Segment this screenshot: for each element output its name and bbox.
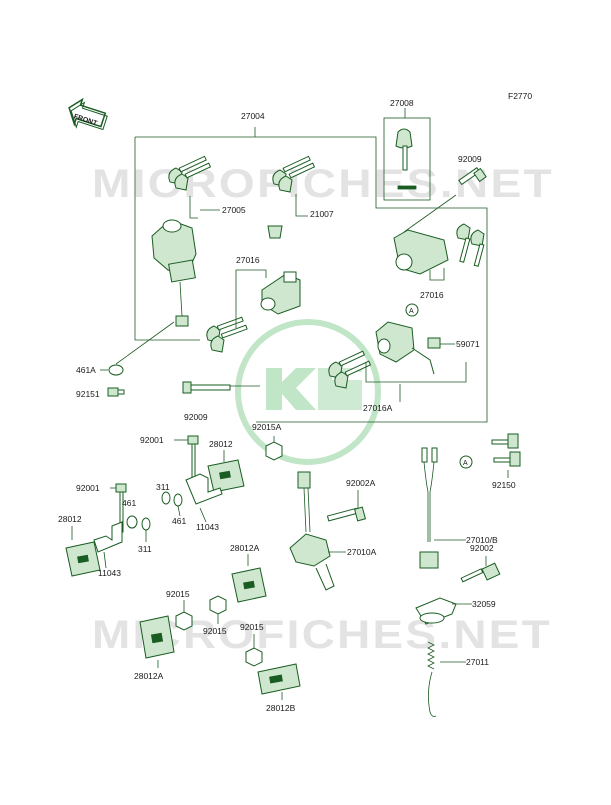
label-28012-left: 28012 — [58, 514, 82, 524]
bracket-11043-lower — [93, 521, 123, 553]
label-92015-c: 92015 — [240, 622, 264, 632]
group-bracket-left — [134, 137, 200, 341]
bolt-92002A — [326, 506, 367, 522]
label-27011: 27011 — [466, 657, 489, 667]
key-mid-21007 — [272, 155, 316, 193]
label-92015-b: 92015 — [203, 626, 227, 636]
front-arrow-icon — [68, 97, 108, 131]
washer-461-upper — [173, 493, 183, 507]
label-92002A: 92002A — [346, 478, 376, 488]
nut-92015-a — [175, 611, 193, 631]
label-27010A: 27010A — [347, 547, 377, 557]
reflector-28012B — [257, 663, 301, 695]
label-27010B: 27010/B — [466, 535, 498, 545]
key-pair-27016A — [328, 350, 372, 389]
callout-a-upper — [405, 303, 419, 317]
washer-461-lower — [126, 515, 138, 529]
label-311-upper: 311 — [156, 482, 170, 492]
bolt-92009-long — [182, 381, 231, 394]
helmet-lock-27016A — [375, 321, 435, 375]
bolt-92151 — [107, 387, 125, 397]
spring-27011 — [427, 641, 437, 717]
label-92002: 92002 — [470, 543, 494, 553]
connector-59071 — [427, 337, 441, 349]
label-27008: 27008 — [390, 98, 414, 108]
leader-461-upper — [177, 505, 181, 517]
label-27016A: 27016A — [363, 403, 393, 413]
label-59071: 59071 — [456, 339, 480, 349]
leader-27016A — [365, 362, 467, 383]
label-21007: 21007 — [310, 209, 334, 219]
watermark-top: MICROFICHES.NET — [92, 162, 554, 206]
group-bracket-27004 — [135, 136, 488, 423]
spacer-311-upper — [161, 491, 171, 505]
key-pair-27016-left — [206, 316, 248, 353]
rear-brake-switch — [419, 447, 439, 569]
label-92015A: 92015A — [252, 422, 282, 432]
label-28012A-lower: 28012A — [134, 671, 164, 681]
nut-92015A — [265, 441, 283, 461]
key-blank-27008 — [395, 128, 417, 190]
label-92150: 92150 — [492, 480, 516, 490]
seat-lock-left — [260, 271, 301, 315]
leader-27005 — [189, 196, 198, 219]
label-11043-upper: 11043 — [196, 522, 219, 532]
label-28012A-mid: 28012A — [230, 543, 260, 553]
label-27016-right: 27016 — [420, 290, 444, 300]
leader-21007 — [295, 194, 308, 217]
leader-461A-b — [115, 321, 175, 365]
bolt-92009-top — [458, 167, 487, 186]
reflector-28012A-mid — [231, 567, 267, 603]
callout-a-upper-label: A — [409, 308, 414, 315]
leader-11043-lower — [103, 551, 107, 569]
label-461-upper: 461 — [172, 516, 186, 526]
spacer-311-lower — [141, 517, 151, 531]
label-27005: 27005 — [222, 205, 246, 215]
reflector-28012-upper — [207, 459, 245, 493]
washer-461A — [108, 364, 124, 376]
callout-a-lower — [459, 455, 473, 469]
nut-92015-b — [209, 595, 227, 615]
label-461-lower: 461 — [122, 498, 136, 508]
leader-92009-top — [403, 194, 457, 233]
bolt-92001-upper — [187, 435, 199, 479]
figure-code: F2770 — [508, 91, 532, 101]
label-27004: 27004 — [241, 111, 265, 121]
label-92009-top: 92009 — [458, 154, 482, 164]
label-92015-a: 92015 — [166, 589, 190, 599]
label-32059: 32059 — [472, 599, 496, 609]
screw-pair-92150 — [491, 433, 521, 467]
bracket-11043-upper — [185, 473, 223, 505]
label-92151: 92151 — [76, 389, 100, 399]
label-92001-lower: 92001 — [76, 483, 100, 493]
label-28012-upper: 28012 — [209, 439, 233, 449]
callout-a-lower-label: A — [463, 460, 468, 467]
leader-11043-upper — [199, 507, 207, 523]
cap-21007 — [267, 225, 283, 239]
label-11043-lower: 11043 — [98, 568, 121, 578]
ignition-switch — [151, 219, 197, 327]
label-92009-long: 92009 — [184, 412, 208, 422]
nut-92015-c — [245, 647, 263, 667]
label-27016-left: 27016 — [236, 255, 260, 265]
leader-27016-left — [235, 269, 267, 290]
bracket-32059 — [415, 597, 457, 625]
reflector-28012-left — [65, 541, 101, 577]
key-pair-27016-right — [456, 223, 485, 267]
leader-27016-right — [429, 268, 445, 281]
bolt-92002 — [460, 562, 501, 583]
key-left-27005 — [168, 155, 212, 191]
label-92001-upper: 92001 — [140, 435, 164, 445]
kawasaki-logo — [235, 319, 381, 465]
seat-lock-right — [393, 229, 449, 275]
label-461A: 461A — [76, 365, 96, 375]
brake-switch-27010A — [289, 471, 335, 591]
key-blank-box — [383, 117, 431, 201]
label-28012B: 28012B — [266, 703, 296, 713]
reflector-28012A-lower — [139, 615, 175, 659]
label-311-lower: 311 — [138, 544, 152, 554]
